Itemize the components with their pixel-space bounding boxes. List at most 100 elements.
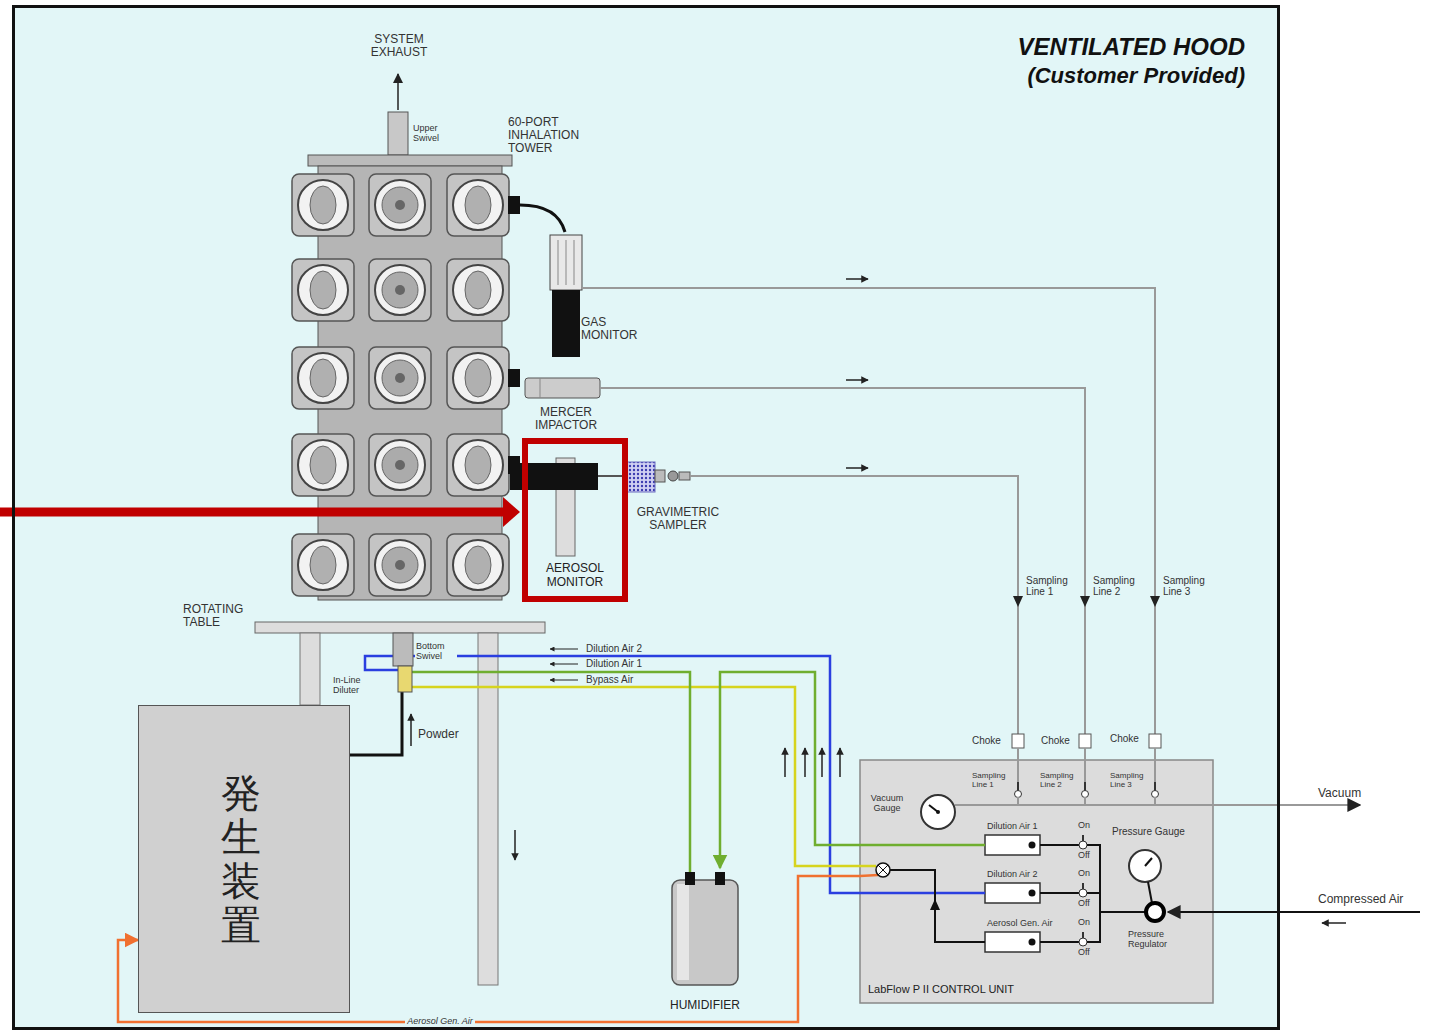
part-label: Pressure Gauge xyxy=(1112,826,1185,837)
part-label: Sampling Line 3 xyxy=(1110,772,1150,790)
sampling-lines xyxy=(1015,791,1022,798)
air-lines xyxy=(930,899,940,910)
gas-monitor xyxy=(574,240,575,285)
part-label: SYSTEM EXHAUST xyxy=(363,33,435,59)
vacuum-gauge xyxy=(921,795,955,829)
part-label: HUMIDIFIER xyxy=(670,998,740,1012)
air-lines xyxy=(550,664,578,665)
edge-label: Aerosol Gen. Air xyxy=(405,1017,475,1027)
mercer-impactor xyxy=(540,378,541,398)
inhalation-tower xyxy=(308,155,512,166)
exhaust xyxy=(397,74,399,110)
air-lines xyxy=(839,748,841,777)
gravimetric-sampler xyxy=(679,472,690,480)
generator-box: 発生装置 xyxy=(138,705,350,1013)
inhalation-tower xyxy=(447,434,509,496)
flowmeters xyxy=(1087,892,1100,894)
pressure-gauge-regulator xyxy=(1322,922,1346,924)
gas-monitor xyxy=(558,240,559,285)
mercer-impactor xyxy=(525,378,600,398)
vertical-title: 発生装置 xyxy=(221,771,261,947)
inhalation-tower xyxy=(292,259,354,321)
air-lines xyxy=(860,875,878,876)
part-label: Choke xyxy=(1110,733,1139,744)
part-label: Sampling Line 1 xyxy=(972,772,1012,790)
part-label: Sampling Line 1 xyxy=(1026,575,1072,597)
flowmeters xyxy=(1040,844,1079,846)
part-label: Compressed Air xyxy=(1318,893,1403,906)
flowmeters xyxy=(1079,889,1087,897)
hood-ground xyxy=(12,5,1280,1030)
part-label: Off xyxy=(1078,899,1090,909)
air-lines xyxy=(350,633,985,942)
gas-monitor xyxy=(520,205,565,232)
pressure-gauge-regulator xyxy=(1129,850,1420,923)
part-label: Choke xyxy=(1041,735,1070,746)
part-label: Sampling Line 2 xyxy=(1093,575,1139,597)
inhalation-tower xyxy=(292,434,354,496)
flowmeters xyxy=(1100,911,1146,913)
flowmeters xyxy=(1040,941,1079,943)
gravimetric-sampler xyxy=(627,462,655,492)
part-label: 60-PORT INHALATION TOWER xyxy=(508,116,604,156)
sampling-lines xyxy=(1082,791,1089,798)
humidifier-cylinder xyxy=(642,868,768,1016)
air-lines xyxy=(412,672,690,873)
inhalation-tower xyxy=(447,259,509,321)
flowmeters xyxy=(1079,841,1087,849)
sampling-lines xyxy=(1149,734,1161,748)
sampling-lines xyxy=(1080,596,1090,607)
humidifier-cylinder xyxy=(672,880,738,985)
part-label: Upper Swivel xyxy=(413,124,453,144)
inhalation-tower xyxy=(369,347,431,409)
sampling-lines xyxy=(582,288,1155,734)
pointer-arrow xyxy=(0,508,506,517)
humidifier-cylinder xyxy=(685,872,695,885)
pressure-gauge-regulator xyxy=(1145,858,1152,866)
pointer-arrow xyxy=(503,497,520,527)
sampling-lines xyxy=(846,278,868,280)
flowmeters xyxy=(985,835,1040,855)
part-label: Aerosol Gen. Air xyxy=(987,919,1053,929)
sampling-lines xyxy=(1012,734,1024,748)
hood-subtitle: (Customer Provided) xyxy=(15,62,1245,90)
air-lines xyxy=(876,863,890,877)
sampling-lines xyxy=(582,279,1360,805)
part-label: AEROSOL MONITOR xyxy=(528,562,622,590)
air-lines xyxy=(410,714,412,746)
part-label: Dilution Air 2 xyxy=(987,870,1038,880)
sampling-lines xyxy=(1079,734,1091,748)
pointer-arrow xyxy=(0,497,520,527)
flowmeters xyxy=(1040,892,1079,894)
sampling-lines xyxy=(846,379,868,381)
air-lines xyxy=(550,649,578,650)
sampling-lines xyxy=(600,388,1085,734)
air-lines xyxy=(860,844,985,847)
part-label: Dilution Air 2 xyxy=(585,643,643,654)
inhalation-tower xyxy=(447,174,509,236)
gas-monitor xyxy=(566,240,567,285)
pressure-gauge-regulator xyxy=(1148,882,1152,903)
rotating-table xyxy=(255,622,545,633)
air-lines xyxy=(350,692,402,755)
gas-monitor xyxy=(520,205,582,357)
part-label: Vacuum xyxy=(1318,787,1361,800)
gas-monitor xyxy=(550,235,582,290)
part-label: Dilution Air 1 xyxy=(987,822,1038,832)
part-label: GRAVIMETRIC SAMPLER xyxy=(632,506,724,532)
inhalation-tower xyxy=(369,534,431,596)
vacuum-gauge xyxy=(921,795,955,829)
air-lines xyxy=(878,865,888,875)
part-label: On xyxy=(1078,918,1090,928)
air-lines xyxy=(398,666,412,692)
pressure-gauge-regulator xyxy=(1129,850,1161,882)
sampling-lines xyxy=(1084,797,1086,805)
part-label: Sampling Line 3 xyxy=(1163,575,1209,597)
sampling-lines xyxy=(1152,791,1159,798)
flowmeters xyxy=(1079,938,1087,946)
exhaust xyxy=(388,112,408,155)
inhalation-tower xyxy=(369,259,431,321)
flowmeters xyxy=(985,932,1040,952)
mercer-impactor xyxy=(525,378,600,398)
part-label: Pressure Regulator xyxy=(1128,930,1184,950)
